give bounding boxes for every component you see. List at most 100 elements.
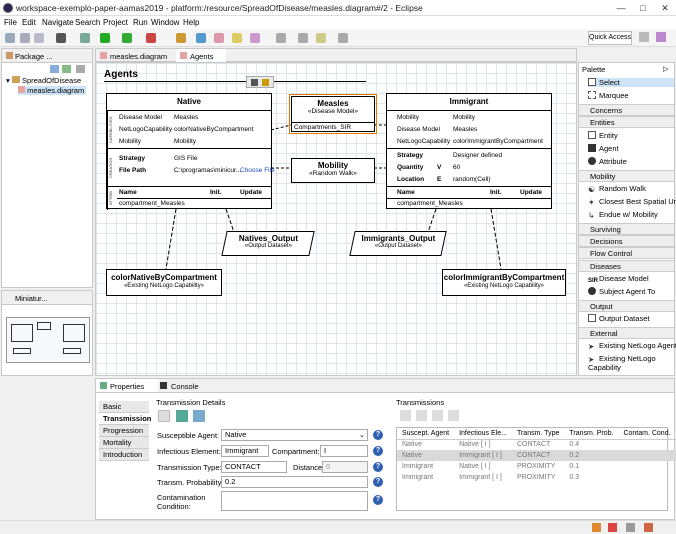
menu-navigate[interactable]: Navigate bbox=[42, 18, 74, 27]
move-down-icon[interactable] bbox=[448, 410, 459, 421]
new-class-icon[interactable] bbox=[176, 33, 186, 43]
coverage-icon[interactable] bbox=[122, 33, 132, 43]
tool-disease-model[interactable]: SIRDisease Model bbox=[588, 274, 649, 286]
menu-project[interactable]: Project bbox=[103, 18, 128, 27]
external-tools-icon[interactable] bbox=[146, 33, 156, 43]
group-output[interactable]: Output bbox=[579, 300, 674, 312]
menu-run[interactable]: Run bbox=[133, 18, 148, 27]
open-type-icon[interactable] bbox=[196, 33, 206, 43]
group-mobility[interactable]: Mobility bbox=[579, 170, 674, 182]
tool-agent[interactable]: Agent bbox=[588, 144, 619, 153]
help-icon[interactable]: ? bbox=[373, 446, 383, 456]
maximize-icon[interactable]: □ bbox=[640, 3, 646, 13]
node-color-immigrant[interactable]: colorImmigrantByCompartment «Existing Ne… bbox=[442, 269, 566, 296]
node-mobility[interactable]: Mobility «Random Walk» bbox=[291, 158, 375, 183]
open-perspective-icon[interactable] bbox=[639, 32, 649, 42]
vtab-mortality[interactable]: Mortality bbox=[99, 437, 149, 449]
help-icon[interactable]: ? bbox=[373, 477, 383, 487]
close-icon[interactable]: ✕ bbox=[661, 3, 669, 13]
delete-icon[interactable] bbox=[251, 79, 258, 86]
chevron-down-icon[interactable]: ▾ bbox=[6, 76, 10, 85]
tree-item-file[interactable]: measles.diagram bbox=[18, 86, 87, 95]
susceptible-select[interactable]: Native bbox=[221, 429, 368, 441]
tool-closest-best[interactable]: ✶Closest Best Spatial Unit bbox=[588, 197, 676, 207]
tool-entity[interactable]: Entity bbox=[588, 131, 618, 140]
profile-icon[interactable] bbox=[56, 33, 66, 43]
node-immigrant[interactable]: Immigrant Mobility Mobility Disease Mode… bbox=[386, 93, 552, 209]
edit-icon[interactable] bbox=[400, 410, 411, 421]
contam-field[interactable] bbox=[221, 491, 368, 511]
help-icon[interactable]: ? bbox=[373, 495, 383, 505]
tab-agents[interactable]: Agents bbox=[190, 52, 214, 61]
prev-annotation-icon[interactable] bbox=[298, 33, 308, 43]
tool-attribute[interactable]: Attribute bbox=[588, 157, 627, 166]
save-icon[interactable] bbox=[20, 33, 30, 43]
node-color-native[interactable]: colorNativeByCompartment «Existing NetLo… bbox=[106, 269, 222, 296]
tool-subject-agent[interactable]: Subject Agent To bbox=[588, 287, 655, 296]
group-flow-control[interactable]: Flow Control bbox=[579, 247, 674, 259]
chevron-down-icon[interactable]: ⌄ bbox=[359, 432, 365, 439]
tool-existing-capability[interactable]: ➤Existing NetLogo Capability bbox=[588, 354, 672, 372]
group-concerns[interactable]: Concerns bbox=[579, 104, 674, 116]
task-icon[interactable] bbox=[626, 523, 635, 532]
tool-endue-mobility[interactable]: ↳Endue w/ Mobility bbox=[588, 210, 658, 220]
menu-file[interactable]: File bbox=[4, 18, 17, 27]
col-contam[interactable]: Contam. Cond. bbox=[623, 429, 671, 437]
format-icon[interactable] bbox=[262, 79, 269, 86]
back-icon[interactable] bbox=[316, 33, 326, 43]
minimize-icon[interactable]: — bbox=[616, 3, 626, 13]
menu-search[interactable]: Search bbox=[75, 18, 101, 27]
tab-console[interactable]: Console bbox=[171, 382, 199, 391]
miniature-preview[interactable] bbox=[6, 317, 90, 363]
notification-icon[interactable] bbox=[592, 523, 601, 532]
search-icon[interactable] bbox=[214, 33, 224, 43]
help-icon[interactable]: ? bbox=[373, 430, 383, 440]
open-folder-icon[interactable] bbox=[232, 33, 242, 43]
quick-access-input[interactable]: Quick Access bbox=[588, 31, 632, 45]
vtab-transmission[interactable]: Transmission bbox=[99, 413, 151, 425]
progress-icon[interactable] bbox=[644, 523, 653, 532]
diagram-canvas[interactable]: Agents Native CAPABILITIES Disease Model… bbox=[95, 62, 577, 376]
tree-item-project[interactable]: ▾ SpreadOfDisease bbox=[6, 76, 81, 85]
forward-icon[interactable] bbox=[338, 33, 348, 43]
col-prob[interactable]: Transm. Prob. bbox=[569, 429, 614, 437]
choose-file-link[interactable]: Choose File bbox=[240, 167, 275, 174]
popup-toolbar[interactable] bbox=[246, 76, 274, 88]
error-log-icon[interactable] bbox=[608, 523, 617, 532]
col-suscept[interactable]: Suscept. Agent bbox=[402, 429, 450, 437]
save-icon[interactable] bbox=[176, 410, 188, 422]
debug-icon[interactable] bbox=[80, 33, 90, 43]
collapse-all-icon[interactable] bbox=[50, 65, 59, 73]
tool-existing-agent[interactable]: ➤Existing NetLogo Agent bbox=[588, 341, 676, 351]
move-up-icon[interactable] bbox=[432, 410, 443, 421]
group-entities[interactable]: Entities bbox=[579, 116, 674, 128]
infectious-select[interactable]: Immigrant bbox=[221, 445, 269, 457]
type-select[interactable]: CONTACT bbox=[221, 461, 287, 473]
tool-output-dataset[interactable]: Output Dataset bbox=[588, 314, 649, 323]
distance-field[interactable]: 0 bbox=[322, 461, 368, 473]
vtab-introduction[interactable]: Introduction bbox=[99, 449, 149, 461]
help-icon[interactable]: ? bbox=[373, 462, 383, 472]
col-infectious[interactable]: Infectious Ele... bbox=[459, 429, 507, 437]
group-diseases[interactable]: Diseases bbox=[579, 260, 674, 272]
undo-icon[interactable] bbox=[193, 410, 205, 422]
tab-agents-active[interactable]: Agents bbox=[176, 49, 226, 62]
node-natives-output[interactable]: Natives_Output «Output Dataset» bbox=[221, 231, 315, 256]
node-measles[interactable]: Measles «Disease Model» Compartments_SIR bbox=[289, 94, 377, 134]
package-explorer-title[interactable]: Package ... bbox=[15, 52, 53, 61]
annotation-icon[interactable] bbox=[250, 33, 260, 43]
perspective-icon[interactable] bbox=[656, 32, 666, 42]
compartment-select[interactable]: I bbox=[320, 445, 368, 457]
node-native[interactable]: Native CAPABILITIES Disease Model Measle… bbox=[106, 93, 275, 210]
prob-field[interactable]: 0.2 bbox=[221, 476, 368, 488]
group-surviving[interactable]: Surviving bbox=[579, 223, 674, 235]
menu-help[interactable]: Help bbox=[183, 18, 200, 27]
save-all-icon[interactable] bbox=[34, 33, 44, 43]
run-icon[interactable] bbox=[100, 33, 110, 43]
tab-measles-diagram[interactable]: measles.diagram bbox=[110, 52, 168, 61]
vtab-basic[interactable]: Basic bbox=[99, 401, 149, 413]
link-editor-icon[interactable] bbox=[62, 65, 71, 73]
